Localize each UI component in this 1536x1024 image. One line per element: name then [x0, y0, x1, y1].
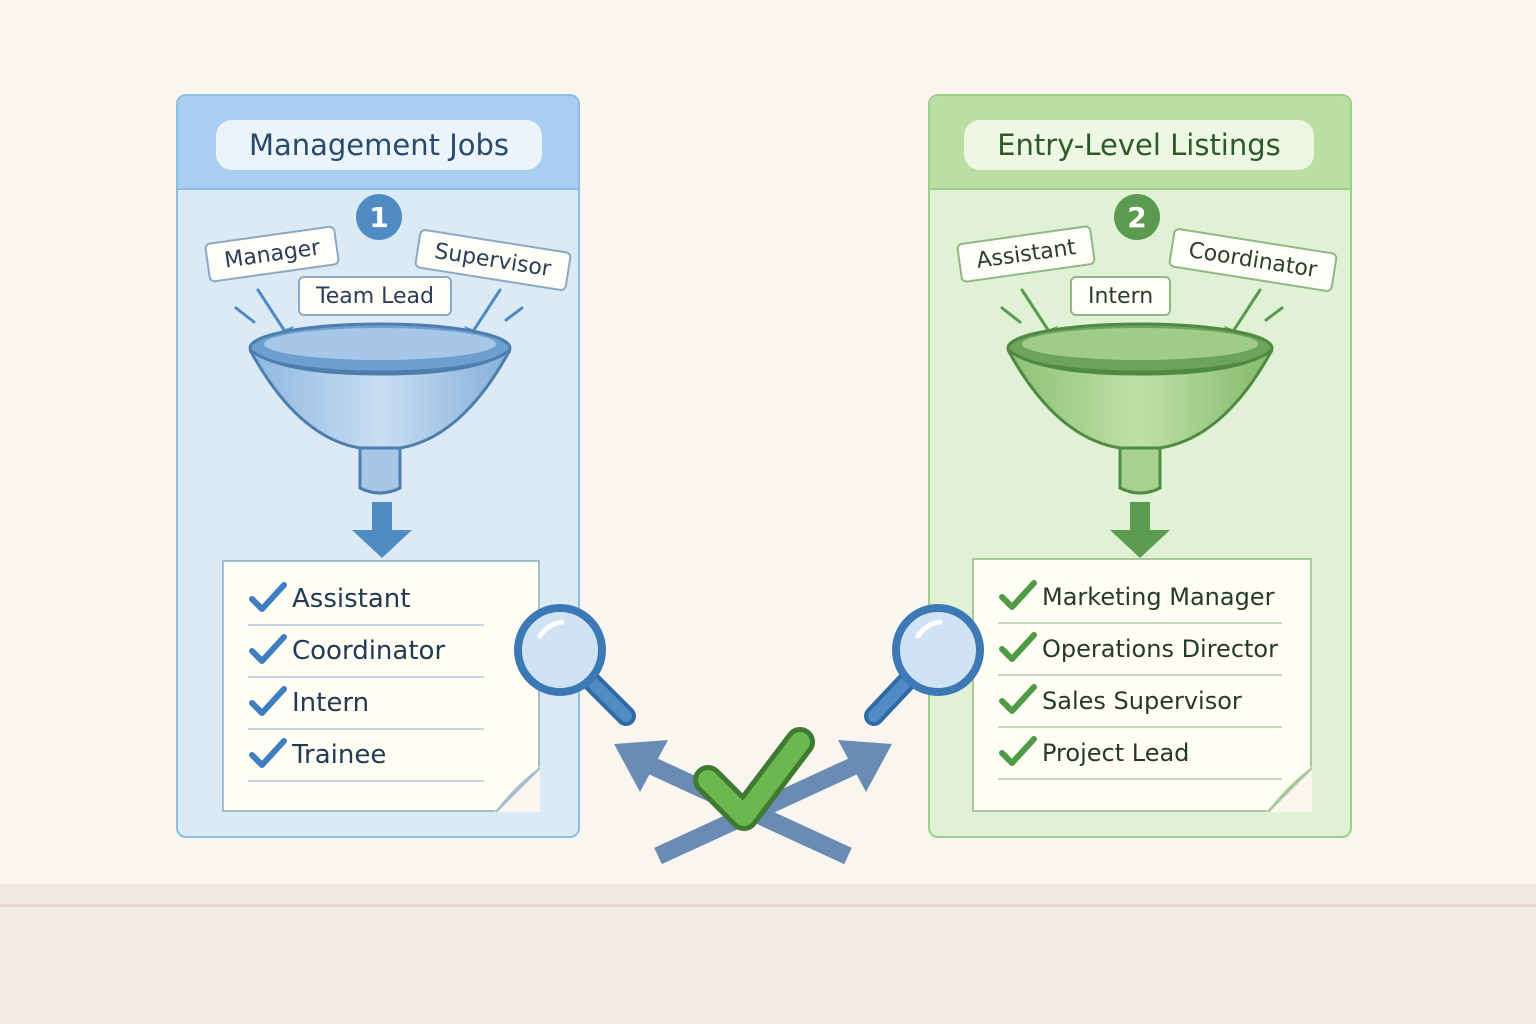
- check-icon: [999, 684, 1037, 714]
- list-item-label: Operations Director: [1042, 635, 1278, 663]
- tag-team-lead: Team Lead: [298, 276, 452, 316]
- page-curl-icon: [1266, 766, 1312, 812]
- list-item: Trainee: [248, 730, 484, 782]
- check-icon: [999, 580, 1037, 610]
- page-curl-icon: [494, 766, 540, 812]
- panel-entry-level-listings: Entry-Level Listings 2 Assistant Intern …: [928, 94, 1352, 838]
- panel-management-jobs: Management Jobs 1 Manager Te: [176, 94, 580, 838]
- list-item: Project Lead: [998, 728, 1282, 780]
- funnel-icon: [234, 288, 524, 558]
- step-number-badge: 1: [356, 194, 402, 240]
- result-note: Assistant Coordinator Intern Trainee: [222, 560, 540, 812]
- tag-intern: Intern: [1070, 276, 1172, 316]
- panel-title: Entry-Level Listings: [964, 120, 1314, 170]
- list-item: Marketing Manager: [998, 572, 1282, 624]
- magnifier-icon: [864, 604, 984, 726]
- list-item-label: Marketing Manager: [1042, 583, 1275, 611]
- floor-shadow: [0, 884, 1536, 906]
- check-icon: [249, 582, 287, 612]
- result-list: Marketing Manager Operations Director Sa…: [998, 572, 1282, 780]
- funnel-icon: [1000, 288, 1284, 558]
- list-item-label: Intern: [292, 688, 370, 718]
- list-item-label: Coordinator: [292, 636, 446, 666]
- result-note: Marketing Manager Operations Director Sa…: [972, 558, 1312, 812]
- list-item-label: Sales Supervisor: [1042, 687, 1242, 715]
- list-item-label: Trainee: [292, 740, 387, 770]
- floor-edge: [0, 904, 1536, 907]
- result-list: Assistant Coordinator Intern Trainee: [248, 574, 484, 782]
- panel-header: Management Jobs: [178, 96, 578, 190]
- check-icon: [249, 738, 287, 768]
- list-item: Coordinator: [248, 626, 484, 678]
- step-number-badge: 2: [1114, 194, 1160, 240]
- check-icon: [249, 686, 287, 716]
- list-item-label: Assistant: [292, 584, 411, 614]
- check-icon: [693, 727, 815, 831]
- magnifier-icon: [514, 604, 636, 726]
- list-item: Sales Supervisor: [998, 676, 1282, 728]
- panel-header: Entry-Level Listings: [930, 96, 1350, 190]
- panel-title: Management Jobs: [216, 120, 542, 170]
- floor: [0, 907, 1536, 1024]
- check-icon: [999, 632, 1037, 662]
- list-item-label: Project Lead: [1042, 739, 1190, 767]
- check-icon: [249, 634, 287, 664]
- list-item: Operations Director: [998, 624, 1282, 676]
- list-item: Intern: [248, 678, 484, 730]
- check-icon: [999, 736, 1037, 766]
- list-item: Assistant: [248, 574, 484, 626]
